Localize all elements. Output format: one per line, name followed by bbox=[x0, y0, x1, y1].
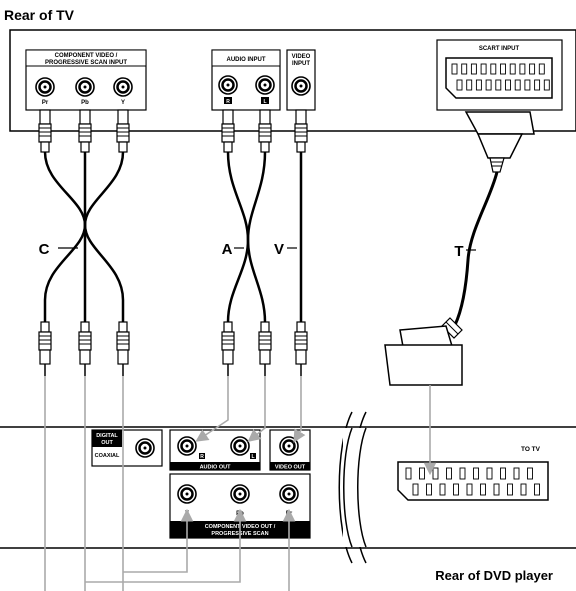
scart-pin bbox=[495, 79, 502, 91]
scart-pin bbox=[538, 63, 545, 75]
scart-pin bbox=[485, 79, 492, 91]
scart-pin bbox=[524, 79, 531, 91]
tv-video-input: VIDEO INPUT bbox=[286, 49, 316, 111]
scart-pin bbox=[519, 63, 526, 75]
scart-pin bbox=[446, 467, 452, 480]
scart-pin bbox=[500, 63, 506, 75]
scart-pin bbox=[505, 79, 511, 91]
cable-c: C bbox=[38, 109, 130, 377]
scart-pin bbox=[456, 79, 463, 91]
dvd-pb-jack bbox=[229, 483, 251, 505]
dvd-scart-to-tv: TO TV bbox=[397, 446, 549, 501]
scart-pin bbox=[451, 63, 458, 75]
scart-pin bbox=[461, 63, 468, 75]
scart-pin bbox=[509, 63, 516, 75]
dvd-digital-out: DIGITAL OUT COAXIAL bbox=[91, 429, 163, 467]
cable-c-label: C bbox=[39, 241, 50, 258]
tv-y-jack bbox=[112, 76, 134, 98]
dvd-coaxial-jack bbox=[134, 437, 156, 459]
scart-pin bbox=[529, 63, 536, 75]
tv-video-label-1: VIDEO bbox=[292, 54, 311, 60]
dvd-audio-r-jack bbox=[176, 435, 198, 457]
scart-pin bbox=[432, 467, 439, 480]
scart-pin bbox=[466, 483, 473, 496]
dvd-y-jack bbox=[176, 483, 198, 505]
dvd-audio-l-label: L bbox=[251, 454, 254, 460]
scart-pin bbox=[419, 467, 425, 480]
scart-pin bbox=[513, 467, 520, 480]
dvd-digital-label-1: DIGITAL bbox=[96, 433, 118, 439]
scart-pin bbox=[493, 483, 500, 496]
dvd-audio-l-jack bbox=[229, 435, 251, 457]
tv-component-label-1: COMPONENT VIDEO / bbox=[55, 53, 118, 59]
tv-pr-label: Pr bbox=[42, 100, 49, 106]
cable-t-label: T bbox=[454, 243, 463, 260]
tv-pb-label: Pb bbox=[81, 100, 89, 106]
scart-pin bbox=[534, 79, 541, 91]
scart-pin bbox=[459, 467, 466, 480]
dvd-digital-label-2: OUT bbox=[101, 440, 113, 446]
scart-pin bbox=[507, 483, 513, 496]
tv-pb-jack bbox=[74, 76, 96, 98]
scart-pin bbox=[514, 79, 521, 91]
scart-pin bbox=[412, 483, 419, 496]
scart-pin bbox=[520, 483, 527, 496]
signal-paths bbox=[44, 376, 437, 591]
scart-pin bbox=[534, 483, 540, 496]
tv-video-jack bbox=[290, 75, 312, 97]
scart-pin bbox=[543, 79, 550, 91]
dvd-audio-out-label: AUDIO OUT bbox=[200, 465, 232, 471]
cable-a-label: A bbox=[222, 241, 233, 258]
dvd-title: Rear of DVD player bbox=[435, 568, 553, 583]
scart-pin bbox=[466, 79, 473, 91]
scart-pin bbox=[480, 63, 487, 75]
dvd-rear-panel: DIGITAL OUT COAXIAL AUDIO OUT R L VIDEO … bbox=[0, 411, 576, 564]
scart-pin bbox=[473, 467, 479, 480]
cable-v: V bbox=[274, 109, 308, 377]
cable-a: A bbox=[221, 109, 272, 377]
dvd-pr-jack bbox=[278, 483, 300, 505]
tv-audio-r-jack bbox=[217, 74, 239, 96]
scart-pin bbox=[486, 467, 493, 480]
dvd-to-tv-label: TO TV bbox=[521, 446, 541, 453]
scart-pin bbox=[475, 79, 482, 91]
scart-pin bbox=[527, 467, 533, 480]
tv-component-input: COMPONENT VIDEO / PROGRESSIVE SCAN INPUT… bbox=[25, 49, 147, 111]
tv-audio-l-label: L bbox=[263, 99, 266, 105]
tv-y-label: Y bbox=[121, 100, 125, 106]
scart-pin bbox=[405, 467, 412, 480]
dvd-coaxial-label: COAXIAL bbox=[95, 453, 120, 459]
dvd-audio-r-label: R bbox=[200, 454, 204, 460]
scart-pin bbox=[426, 483, 432, 496]
tv-title: Rear of TV bbox=[4, 7, 75, 23]
scart-pin bbox=[490, 63, 497, 75]
dvd-audio-out: AUDIO OUT R L bbox=[169, 429, 261, 471]
scart-pin bbox=[500, 467, 506, 480]
tv-component-label-2: PROGRESSIVE SCAN INPUT bbox=[45, 60, 127, 66]
tv-audio-input: AUDIO INPUT R L bbox=[211, 49, 281, 111]
tv-pr-jack bbox=[34, 76, 56, 98]
scart-pin bbox=[453, 483, 459, 496]
tv-audio-l-jack bbox=[254, 74, 276, 96]
tv-scart-label: SCART INPUT bbox=[479, 46, 520, 52]
scart-pin bbox=[439, 483, 446, 496]
scart-pin bbox=[470, 63, 477, 75]
tv-audio-label: AUDIO INPUT bbox=[227, 57, 266, 63]
dvd-video-out-label: VIDEO OUT bbox=[275, 465, 306, 471]
dvd-video-out: VIDEO OUT bbox=[269, 429, 311, 471]
tv-scart-input: SCART INPUT bbox=[436, 39, 563, 111]
scart-pin bbox=[480, 483, 486, 496]
cable-t: T bbox=[384, 111, 535, 386]
cable-v-label: V bbox=[274, 241, 284, 258]
tv-video-label-2: INPUT bbox=[292, 61, 310, 67]
tv-rear-panel: COMPONENT VIDEO / PROGRESSIVE SCAN INPUT… bbox=[9, 29, 576, 132]
tv-audio-r-label: R bbox=[226, 99, 230, 105]
